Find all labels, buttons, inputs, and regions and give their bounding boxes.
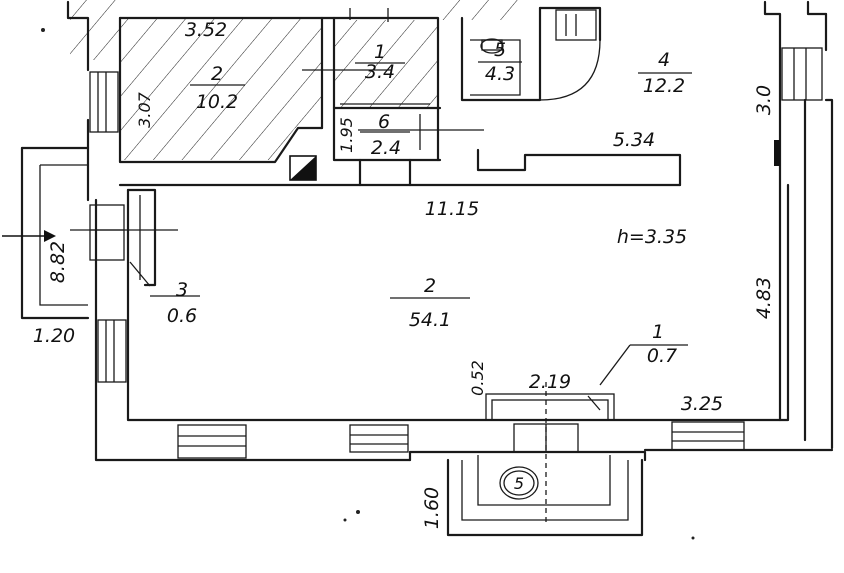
entrance-arrow-icon — [2, 230, 56, 242]
fraction-bars — [190, 61, 692, 299]
dim-3-52: 3.52 — [185, 19, 227, 41]
dim-2-19: 2.19 — [529, 371, 571, 393]
dimension-labels: 3.52 3.07 1.95 5.34 3.0 11.15 h=3.35 8.8… — [33, 19, 775, 529]
dim-3-0: 3.0 — [753, 85, 775, 115]
room-3-number: 3 — [176, 279, 188, 301]
noise-dots — [41, 28, 695, 540]
room-3-area: 0.6 — [167, 305, 197, 327]
room-6-number: 6 — [378, 111, 390, 133]
dim-4-83: 4.83 — [753, 277, 775, 319]
room-labels: 2 10.2 1 3.4 6 2.4 5 4.3 4 12.2 3 0.6 2 … — [167, 39, 685, 367]
walls — [20, 0, 834, 537]
fixtures — [70, 8, 780, 525]
room-4-area: 12.2 — [643, 75, 685, 97]
dim-5-34: 5.34 — [613, 129, 655, 151]
dim-1-20: 1.20 — [33, 325, 75, 347]
room-5-number: 5 — [494, 39, 506, 61]
room-2-small-number: 2 — [211, 63, 223, 85]
dim-11-15: 11.15 — [425, 198, 479, 220]
room-6-area: 2.4 — [371, 137, 401, 159]
windows — [89, 47, 823, 459]
room-1-small-area: 3.4 — [365, 61, 395, 83]
room-2-main-area: 54.1 — [409, 309, 451, 331]
room-2-small-area: 10.2 — [196, 91, 238, 113]
dim-3-25: 3.25 — [681, 393, 723, 415]
room-1-tiny-number: 1 — [652, 321, 664, 343]
room-4-number: 4 — [658, 49, 670, 71]
hatched-area — [70, 0, 520, 160]
dim-8-82: 8.82 — [47, 241, 69, 283]
room-1-tiny-area: 0.7 — [647, 345, 677, 367]
room-1-small-number: 1 — [374, 41, 386, 63]
ceiling-height: h=3.35 — [617, 226, 687, 248]
dim-1-95: 1.95 — [337, 117, 356, 153]
dim-0-52: 0.52 — [468, 360, 487, 396]
dim-1-60: 1.60 — [421, 487, 443, 529]
room-2-main-number: 2 — [424, 275, 436, 297]
room-5-area: 4.3 — [485, 63, 515, 85]
porch-symbol: 5 — [514, 474, 524, 493]
dim-3-07: 3.07 — [135, 91, 154, 127]
